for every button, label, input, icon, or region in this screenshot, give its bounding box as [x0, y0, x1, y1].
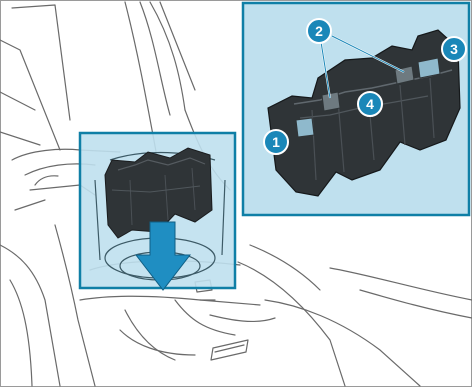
callout-1: 1 [264, 130, 288, 154]
callout-3: 3 [442, 37, 466, 61]
callout-2: 2 [307, 19, 331, 43]
tab-highlight-1 [296, 118, 314, 137]
callout-4-number: 4 [366, 96, 374, 112]
tab-highlight-3 [418, 58, 440, 78]
callout-2-number: 2 [315, 23, 323, 39]
callout-4: 4 [358, 92, 382, 116]
callout-3-number: 3 [450, 41, 458, 57]
callout-1-number: 1 [272, 134, 280, 150]
